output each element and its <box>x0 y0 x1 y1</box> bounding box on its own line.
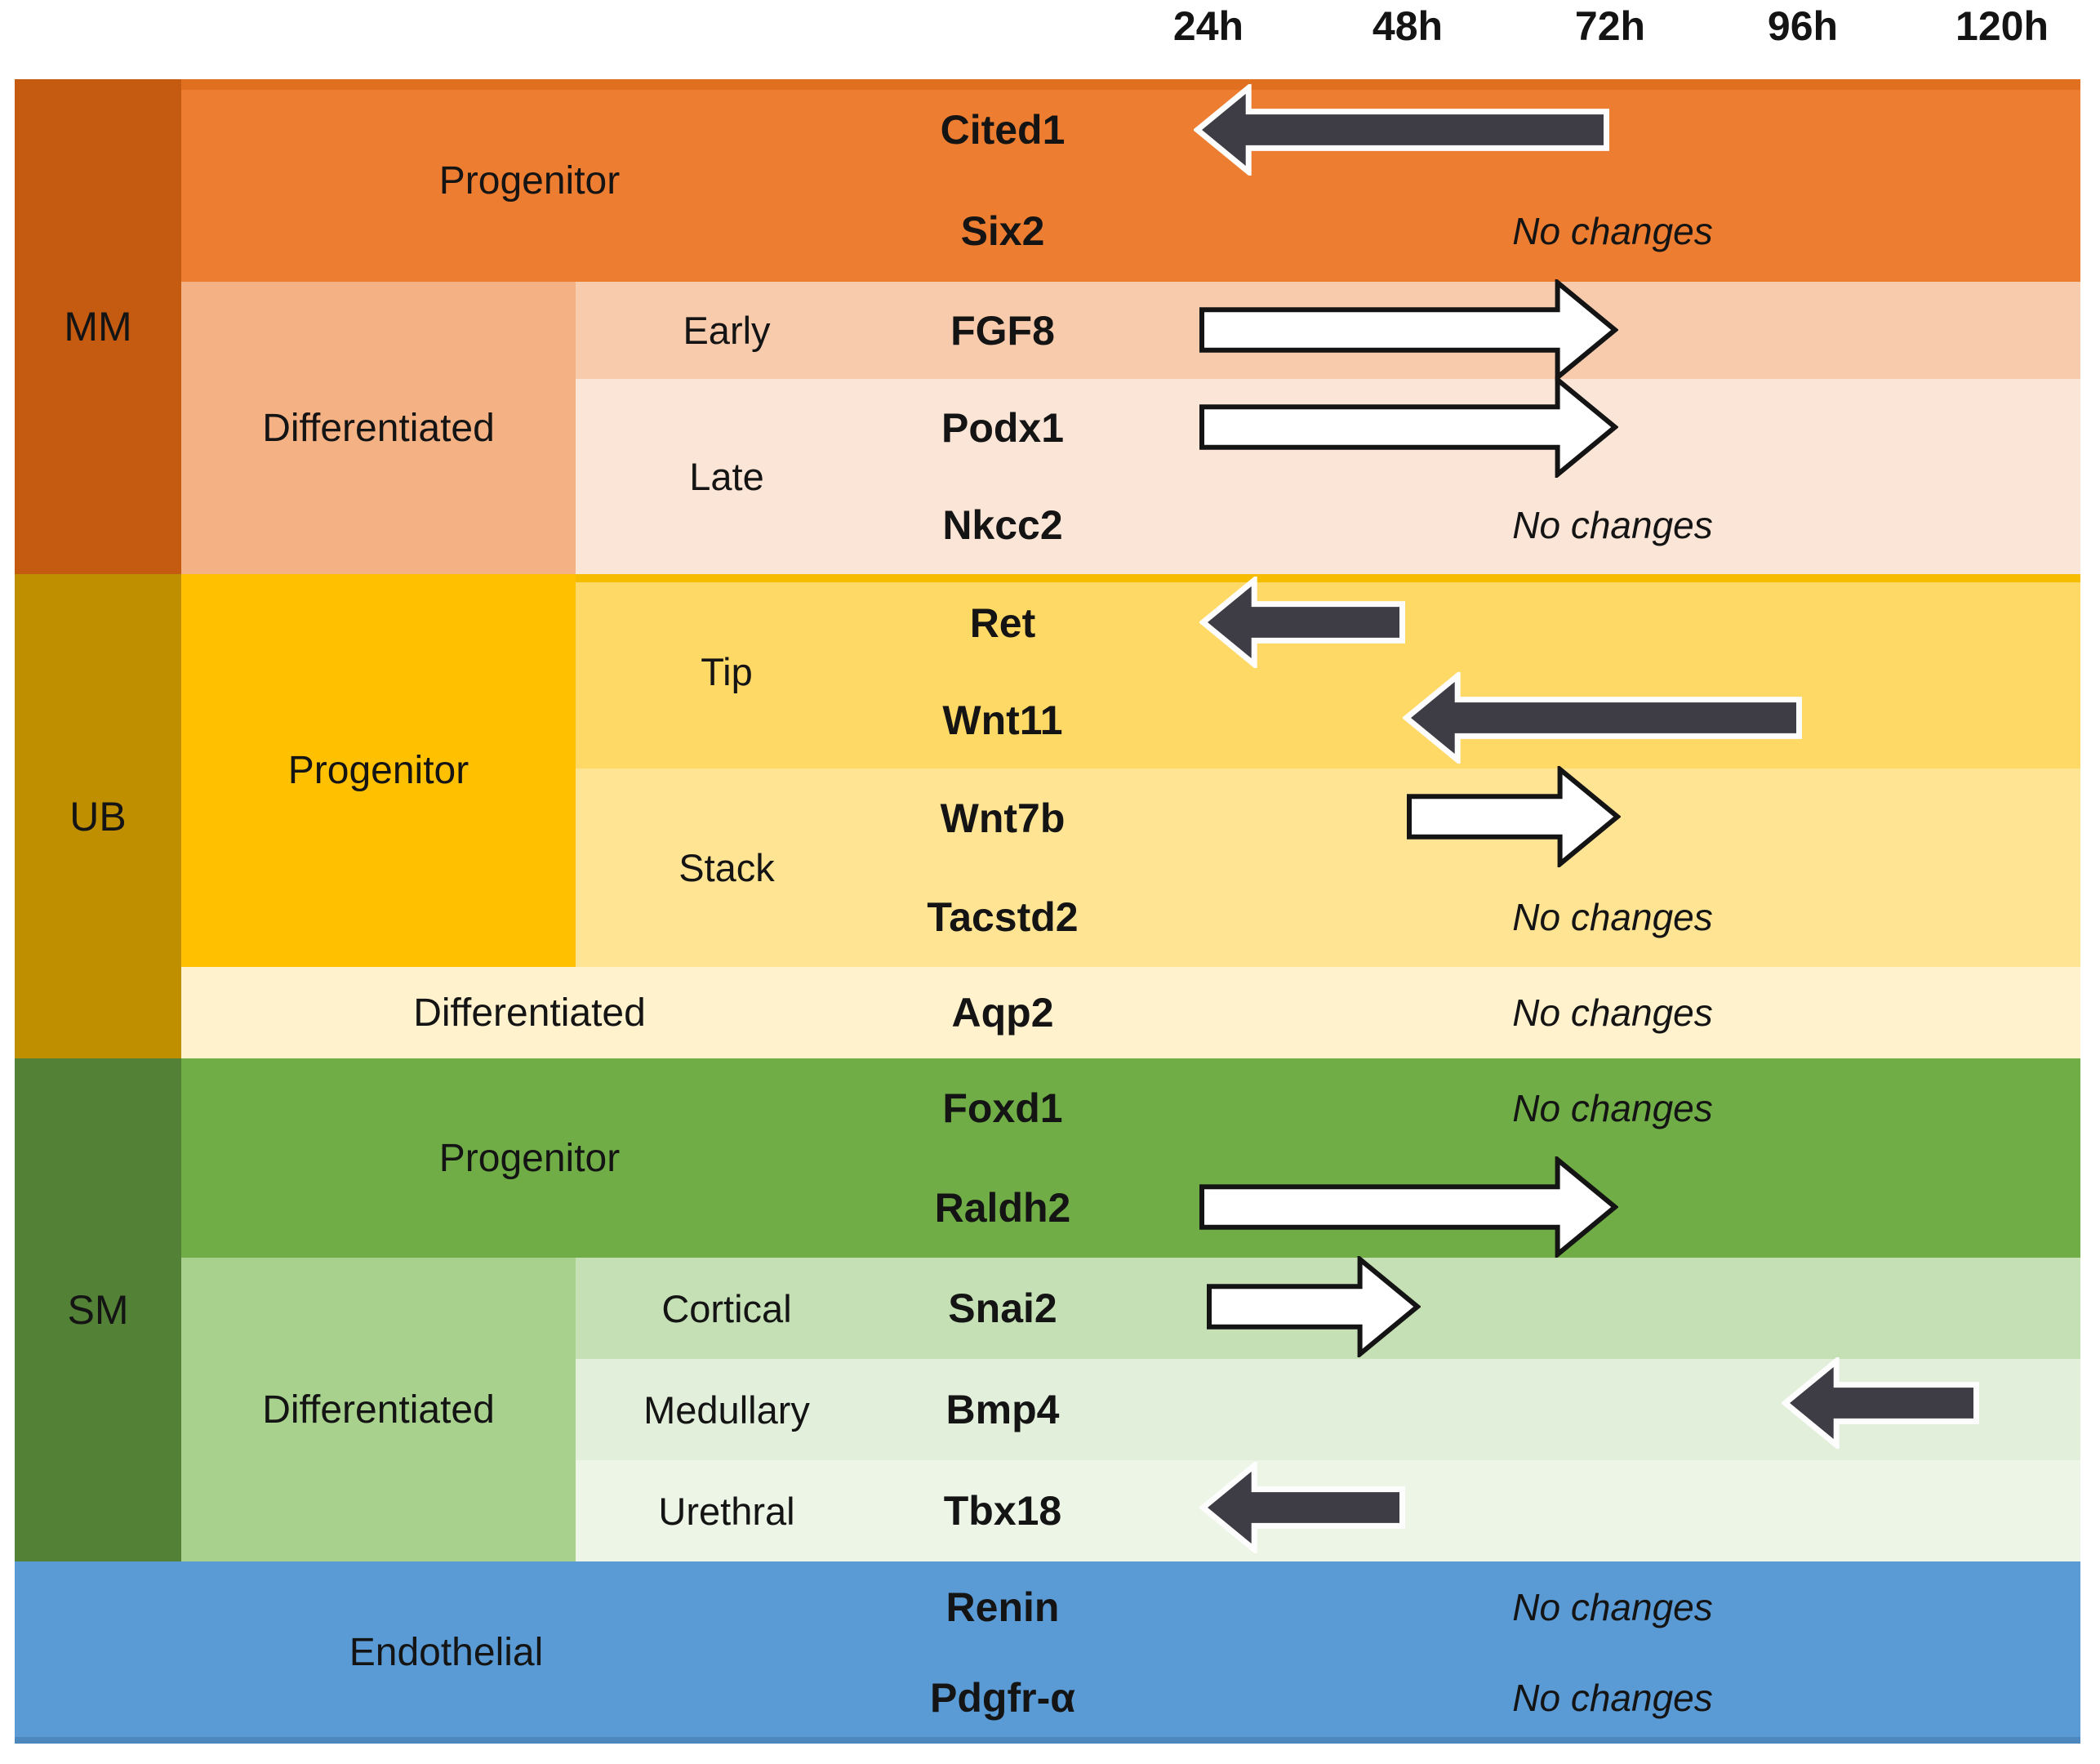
gene-wnt7b: Wnt7b <box>940 795 1066 841</box>
ub-tip-label: Tip <box>701 649 753 693</box>
ub-differentiated-label: Differentiated <box>413 991 646 1035</box>
ub-stack-row-band <box>576 768 2080 967</box>
ret-decrease-arrow <box>1199 577 1406 668</box>
cited1-decrease-arrow <box>1194 84 1610 176</box>
gene-renin: Renin <box>945 1584 1060 1630</box>
wnt11-decrease-arrow <box>1403 672 1803 764</box>
gene-pdgfr-alpha: Pdgfr-α <box>930 1675 1075 1721</box>
sm-differentiated-cell <box>181 1258 576 1561</box>
time-header-72h: 72h <box>1574 3 1646 49</box>
time-header-120h: 120h <box>1955 3 2049 49</box>
time-header-96h: 96h <box>1767 3 1839 49</box>
gene-wnt11: Wnt11 <box>942 697 1063 743</box>
mm-progenitor-band <box>181 79 2080 282</box>
gene-bmp4: Bmp4 <box>945 1387 1060 1432</box>
section-label-ub: UB <box>69 793 127 840</box>
gene-raldh2: Raldh2 <box>934 1185 1071 1231</box>
snai2-increase-arrow <box>1206 1256 1421 1357</box>
ub-differentiated-band <box>181 967 2080 1058</box>
mm-top-edge <box>181 79 2080 90</box>
raldh2-increase-arrow <box>1199 1156 1618 1258</box>
mm-category-cell <box>15 79 181 574</box>
gene-tbx18: Tbx18 <box>943 1488 1062 1534</box>
tbx18-decrease-arrow <box>1199 1462 1406 1553</box>
nkcc2-no-changes: No changes <box>1512 504 1713 546</box>
ub-progenitor-label: Progenitor <box>287 749 469 792</box>
section-label-mm: MM <box>64 304 132 350</box>
six2-no-changes: No changes <box>1512 210 1713 252</box>
gene-aqp2: Aqp2 <box>951 990 1054 1036</box>
pdgfr-alpha-no-changes: No changes <box>1512 1677 1713 1719</box>
mm-progenitor-label: Progenitor <box>438 158 621 203</box>
foxd1-no-changes: No changes <box>1512 1087 1713 1129</box>
gene-foxd1: Foxd1 <box>942 1085 1063 1131</box>
gene-tacstd2: Tacstd2 <box>927 894 1079 940</box>
sm-cortical-label: Cortical <box>661 1286 792 1330</box>
endothelial-label: Endothelial <box>349 1631 544 1674</box>
time-header-24h: 24h <box>1172 3 1244 49</box>
wnt7b-increase-arrow <box>1406 766 1621 867</box>
ub-progenitor-cell <box>181 574 576 967</box>
ub-top-edge <box>576 574 2080 582</box>
section-label-sm: SM <box>67 1287 129 1333</box>
ub-stack-label: Stack <box>678 846 775 889</box>
fgf8-increase-arrow <box>1199 279 1618 381</box>
mm-early-label: Early <box>683 309 771 352</box>
gene-fgf8: FGF8 <box>950 307 1055 354</box>
endothelial-bottom-edge <box>15 1737 2080 1744</box>
renin-no-changes: No changes <box>1512 1585 1713 1628</box>
endothelial-band <box>15 1561 2080 1744</box>
gene-snai2: Snai2 <box>948 1285 1057 1331</box>
bmp4-decrease-arrow <box>1782 1357 1980 1449</box>
gene-ret: Ret <box>969 599 1036 646</box>
sm-category-cell <box>15 1058 181 1561</box>
tacstd2-no-changes: No changes <box>1512 896 1713 938</box>
sm-urethral-label: Urethral <box>658 1489 795 1533</box>
gene-cited1: Cited1 <box>940 107 1066 153</box>
gene-six2: Six2 <box>960 208 1045 254</box>
gene-nkcc2: Nkcc2 <box>942 502 1063 548</box>
podx1-increase-arrow <box>1199 376 1618 478</box>
aqp2-no-changes: No changes <box>1512 991 1713 1034</box>
time-header-48h: 48h <box>1372 3 1444 49</box>
sm-progenitor-band <box>181 1058 2080 1258</box>
gene-podx1: Podx1 <box>941 404 1065 451</box>
mm-late-label: Late <box>689 455 764 498</box>
sm-medullary-label: Medullary <box>643 1388 810 1432</box>
mm-differentiated-cell <box>181 282 576 574</box>
sm-differentiated-label: Differentiated <box>262 1388 495 1432</box>
sm-progenitor-label: Progenitor <box>438 1136 621 1180</box>
ub-category-cell <box>15 574 181 1058</box>
mm-differentiated-label: Differentiated <box>262 406 495 450</box>
